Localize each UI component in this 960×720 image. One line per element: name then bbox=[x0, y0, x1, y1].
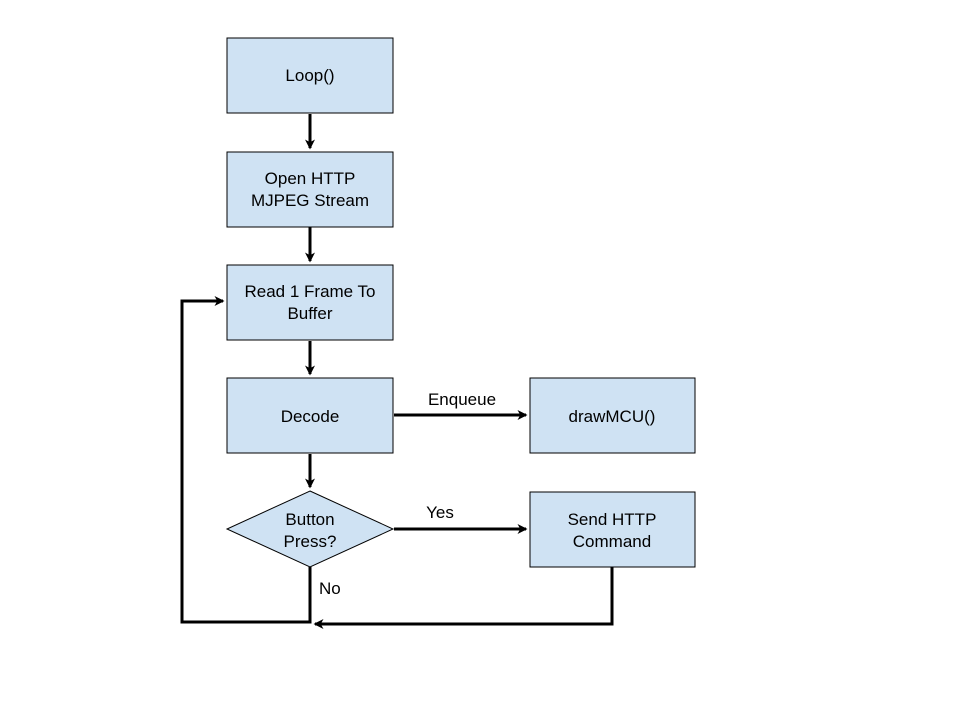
node-decode: Decode bbox=[226, 377, 394, 454]
edge-label-yes: Yes bbox=[426, 503, 454, 522]
edges bbox=[180, 114, 614, 629]
node-button-press-label-line-1: Button bbox=[285, 510, 334, 529]
node-read-frame-label-line-2: Buffer bbox=[287, 304, 332, 323]
edge-send-return bbox=[313, 567, 614, 629]
node-decode-label: Decode bbox=[281, 407, 340, 426]
node-open-stream-shape bbox=[226, 151, 394, 228]
node-open-stream: Open HTTP MJPEG Stream bbox=[226, 151, 394, 228]
node-send-command: Send HTTP Command bbox=[529, 491, 696, 568]
node-open-stream-label-line-1: Open HTTP bbox=[265, 169, 356, 188]
node-send-command-label-line-1: Send HTTP bbox=[568, 510, 657, 529]
node-draw-mcu-label: drawMCU() bbox=[569, 407, 656, 426]
node-loop: Loop() bbox=[226, 37, 394, 114]
node-read-frame: Read 1 Frame To Buffer bbox=[226, 264, 394, 341]
node-button-press-shape bbox=[225, 490, 395, 568]
node-loop-label: Loop() bbox=[285, 66, 334, 85]
node-button-press: Button Press? bbox=[225, 490, 395, 568]
edge-button-no-loop-back bbox=[180, 296, 312, 624]
edge-label-enqueue: Enqueue bbox=[428, 390, 496, 409]
node-read-frame-shape bbox=[226, 264, 394, 341]
node-send-command-shape bbox=[529, 491, 696, 568]
node-send-command-label-line-2: Command bbox=[573, 532, 651, 551]
node-draw-mcu-shape bbox=[529, 377, 696, 454]
node-button-press-label-line-2: Press? bbox=[284, 532, 337, 551]
node-loop-shape bbox=[226, 37, 394, 114]
node-decode-shape bbox=[226, 377, 394, 454]
node-open-stream-label-line-2: MJPEG Stream bbox=[251, 191, 369, 210]
node-read-frame-label-line-1: Read 1 Frame To bbox=[244, 282, 375, 301]
edge-label-no: No bbox=[319, 579, 341, 598]
node-draw-mcu: drawMCU() bbox=[529, 377, 696, 454]
